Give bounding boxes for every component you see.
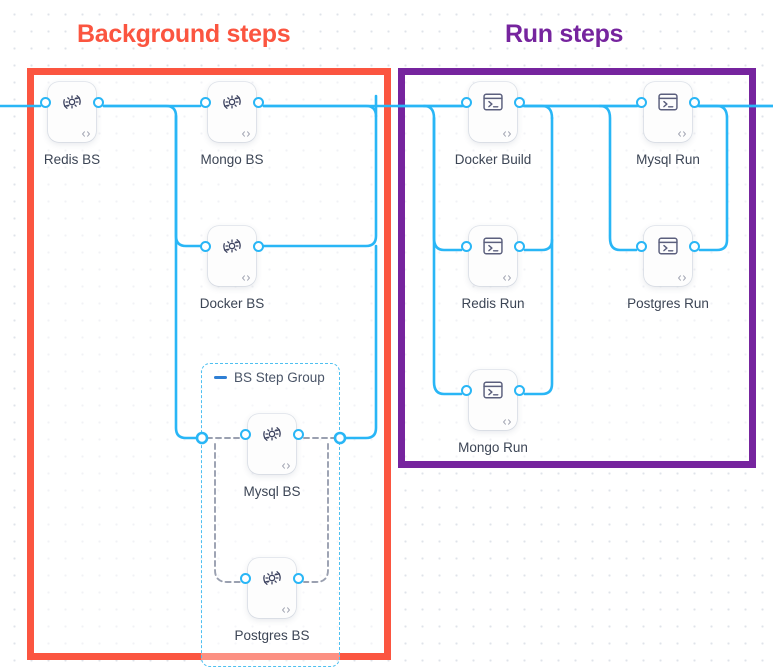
port-in[interactable] xyxy=(461,96,472,108)
code-icon xyxy=(503,131,511,137)
terminal-icon xyxy=(658,93,678,111)
node-mysql-run[interactable]: Mysql Run xyxy=(636,82,700,167)
node-postgres-bs[interactable]: Postgres BS xyxy=(234,558,310,643)
node-body[interactable] xyxy=(469,370,517,430)
step-group-header[interactable]: BS Step Group xyxy=(214,370,325,385)
code-icon xyxy=(82,131,90,137)
port-in[interactable] xyxy=(240,572,251,584)
node-label: Mongo Run xyxy=(458,440,528,455)
node-redis-bs[interactable]: Redis BS xyxy=(40,82,104,167)
code-icon xyxy=(678,131,686,137)
section-title-run-steps: Run steps xyxy=(505,20,624,48)
node-body[interactable] xyxy=(644,82,692,142)
terminal-icon xyxy=(483,93,503,111)
port-out[interactable] xyxy=(514,384,525,396)
code-icon xyxy=(242,131,250,137)
node-docker-bs[interactable]: Docker BS xyxy=(200,226,264,311)
port-in[interactable] xyxy=(461,240,472,252)
port-in[interactable] xyxy=(636,96,647,108)
port-out[interactable] xyxy=(514,240,525,252)
node-postgres-run[interactable]: Postgres Run xyxy=(627,226,709,311)
code-icon xyxy=(242,275,250,281)
node-label: Mongo BS xyxy=(200,152,264,167)
terminal-icon xyxy=(483,381,503,399)
node-body[interactable] xyxy=(469,226,517,286)
port-out[interactable] xyxy=(293,428,304,440)
port-in[interactable] xyxy=(240,428,251,440)
port-in[interactable] xyxy=(461,384,472,396)
background-service-icon xyxy=(223,95,241,109)
node-body[interactable] xyxy=(48,82,96,142)
node-docker-build[interactable]: Docker Build xyxy=(455,82,531,167)
node-body[interactable] xyxy=(208,226,256,286)
node-label: Redis BS xyxy=(43,152,101,167)
code-icon xyxy=(678,275,686,281)
node-mongo-bs[interactable]: Mongo BS xyxy=(200,82,264,167)
port-out[interactable] xyxy=(253,96,264,108)
code-icon xyxy=(282,463,290,469)
node-body[interactable] xyxy=(248,414,296,474)
node-body[interactable] xyxy=(644,226,692,286)
node-body[interactable] xyxy=(208,82,256,142)
node-label: Docker Build xyxy=(454,152,532,167)
code-icon xyxy=(503,275,511,281)
port-out[interactable] xyxy=(689,96,700,108)
node-body[interactable] xyxy=(248,558,296,618)
node-body[interactable] xyxy=(469,82,517,142)
port-out[interactable] xyxy=(93,96,104,108)
section-frame-run-steps xyxy=(398,68,756,468)
node-label: Mysql Run xyxy=(636,152,700,167)
terminal-icon xyxy=(483,237,503,255)
minus-icon[interactable] xyxy=(214,376,227,379)
node-redis-run[interactable]: Redis Run xyxy=(461,226,525,311)
code-icon xyxy=(282,607,290,613)
port-in[interactable] xyxy=(636,240,647,252)
node-label: Postgres BS xyxy=(234,628,310,643)
port-out[interactable] xyxy=(253,240,264,252)
step-group-bs[interactable] xyxy=(201,363,340,667)
node-mongo-run[interactable]: Mongo Run xyxy=(458,370,528,455)
port-in[interactable] xyxy=(200,240,211,252)
terminal-icon xyxy=(658,237,678,255)
background-service-icon xyxy=(263,427,281,441)
node-label: Mysql BS xyxy=(243,484,301,499)
node-mysql-bs[interactable]: Mysql BS xyxy=(240,414,304,499)
port-out[interactable] xyxy=(293,572,304,584)
step-group-label: BS Step Group xyxy=(234,370,325,385)
port-in[interactable] xyxy=(40,96,51,108)
background-service-icon xyxy=(63,95,81,109)
background-service-icon xyxy=(263,571,281,585)
port-out[interactable] xyxy=(514,96,525,108)
node-label: Redis Run xyxy=(461,296,525,311)
port-out[interactable] xyxy=(689,240,700,252)
background-service-icon xyxy=(223,239,241,253)
section-title-background-steps: Background steps xyxy=(77,20,291,48)
code-icon xyxy=(503,419,511,425)
port-in[interactable] xyxy=(200,96,211,108)
node-label: Docker BS xyxy=(199,296,265,311)
node-label: Postgres Run xyxy=(627,296,709,311)
